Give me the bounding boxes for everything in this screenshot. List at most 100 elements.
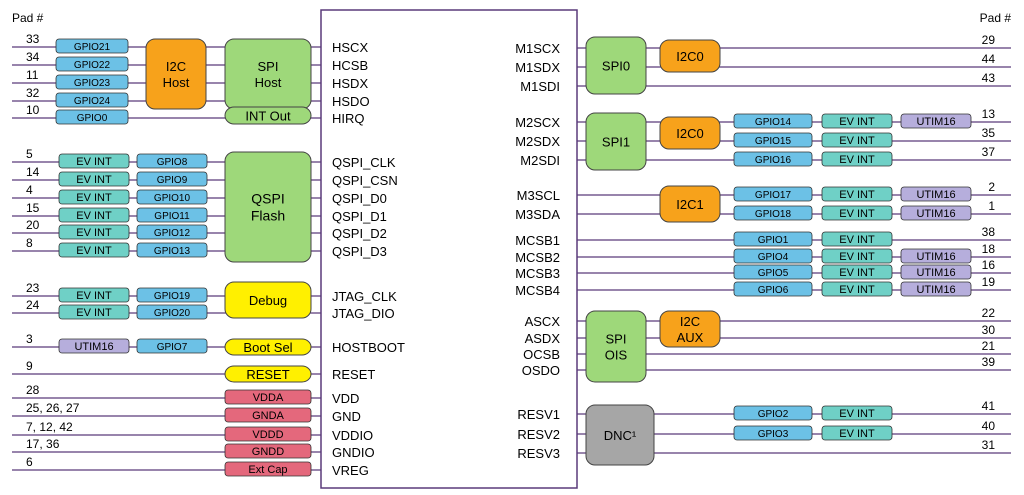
pad-number: 9 [26,359,33,373]
tag-gpio21-label: GPIO21 [74,42,111,53]
tag-gpio14: GPIO14 [733,113,813,129]
tag-ev-int-label: EV INT [839,208,875,220]
i2c0-block-b-label: I2C0 [676,126,703,141]
boot-sel-block: Boot Sel [224,338,312,356]
tag-gpio2-label: GPIO2 [758,409,789,420]
tag-vdda: VDDA [224,389,312,405]
pin-mcsb1: MCSB1 [515,233,560,248]
pad-number: 13 [982,107,996,121]
spi-ois-block-label: SPI [606,332,627,347]
tag-gpio3: GPIO3 [733,425,813,441]
tag-utim16: UTIM16 [900,264,972,280]
tag-ev-int-label: EV INT [839,267,875,279]
dnc-block-label: DNC¹ [604,428,637,443]
tag-gpio20: GPIO20 [136,304,208,320]
tag-ev-int-label: EV INT [76,156,112,168]
spi0-block: SPI0 [585,36,647,95]
tag-gpio22-label: GPIO22 [74,60,111,71]
debug-block: Debug [224,281,312,319]
tag-utim16: UTIM16 [58,338,130,354]
pin-qspi_d3: QSPI_D3 [332,244,387,259]
pad-number: 7, 12, 42 [26,420,73,434]
tag-ev-int: EV INT [58,224,130,240]
pin-mcsb2: MCSB2 [515,250,560,265]
pin-osdo: OSDO [522,363,560,378]
tag-gpio23: GPIO23 [55,74,129,90]
tag-gpio17: GPIO17 [733,186,813,202]
tag-gpio2: GPIO2 [733,405,813,421]
pin-qspi_csn: QSPI_CSN [332,173,398,188]
pin-qspi_d1: QSPI_D1 [332,209,387,224]
i2c0-block-a: I2C0 [659,39,721,73]
pin-m1scx: M1SCX [515,41,560,56]
tag-gpio19: GPIO19 [136,287,208,303]
spi-ois-block-label: OIS [605,348,628,363]
tag-gpio18-label: GPIO18 [755,209,792,220]
tag-vdda-label: VDDA [253,392,284,404]
i2c0-block-a-label: I2C0 [676,49,703,64]
tag-gpio4: GPIO4 [733,248,813,264]
tag-ev-int: EV INT [821,405,893,421]
pad-number: 17, 36 [26,437,60,451]
tag-ev-int: EV INT [821,132,893,148]
tag-vddd-label: VDDD [252,429,283,441]
pin-hsdo: HSDO [332,94,370,109]
pin-m2sdx: M2SDX [515,134,560,149]
tag-ev-int: EV INT [821,264,893,280]
pad-number: 11 [26,68,39,82]
tag-ev-int-label: EV INT [76,227,112,239]
spi0-block-label: SPI0 [602,59,630,74]
spi-host-block-label: Host [255,75,282,90]
tag-ev-int-label: EV INT [76,307,112,319]
tag-ev-int-label: EV INT [839,189,875,201]
tag-gpio6: GPIO6 [733,281,813,297]
tag-ev-int: EV INT [58,153,130,169]
pad-number: 39 [982,355,996,369]
i2c1-block: I2C1 [659,185,721,223]
tag-gpio16: GPIO16 [733,151,813,167]
pad-number: 37 [982,145,996,159]
tag-utim16: UTIM16 [900,248,972,264]
pad-number: 6 [26,455,33,469]
tag-gpio23-label: GPIO23 [74,78,111,89]
tag-utim16-label: UTIM16 [74,341,113,353]
tag-vddd: VDDD [224,426,312,442]
tag-utim16-label: UTIM16 [916,251,955,263]
pad-number: 21 [982,339,996,353]
pin-hscx: HSCX [332,40,368,55]
pad-number: 8 [26,236,33,250]
pin-ocsb: OCSB [523,347,560,362]
pin-resv1: RESV1 [517,407,560,422]
i2c1-block-label: I2C1 [676,197,703,212]
pin-mcsb4: MCSB4 [515,283,560,298]
tag-gpio9: GPIO9 [136,171,208,187]
tag-gpio4-label: GPIO4 [758,252,789,263]
pin-gndio: GNDIO [332,445,375,460]
tag-ev-int: EV INT [58,207,130,223]
tag-gpio18: GPIO18 [733,205,813,221]
tag-gpio16-label: GPIO16 [755,155,792,166]
pin-hirq: HIRQ [332,111,365,126]
pin-asdx: ASDX [525,331,561,346]
tag-gpio15: GPIO15 [733,132,813,148]
tag-ev-int: EV INT [821,151,893,167]
tag-ev-int-label: EV INT [76,210,112,222]
pad-number: 34 [26,50,40,64]
i2c-host-block-label: I2C [166,59,186,74]
pin-qspi_d0: QSPI_D0 [332,191,387,206]
tag-utim16: UTIM16 [900,186,972,202]
tag-ev-int: EV INT [821,205,893,221]
tag-gpio8-label: GPIO8 [157,157,188,168]
tag-ev-int: EV INT [821,248,893,264]
tag-gpio7: GPIO7 [136,338,208,354]
spi1-block-label: SPI1 [602,135,630,150]
int-out-block: INT Out [224,106,312,125]
pin-gnd: GND [332,409,361,424]
tag-gpio13: GPIO13 [136,242,208,258]
tag-gpio11: GPIO11 [136,207,208,223]
pad-number: 10 [26,103,40,117]
tag-gpio21: GPIO21 [55,38,129,54]
spi1-block: SPI1 [585,112,647,171]
